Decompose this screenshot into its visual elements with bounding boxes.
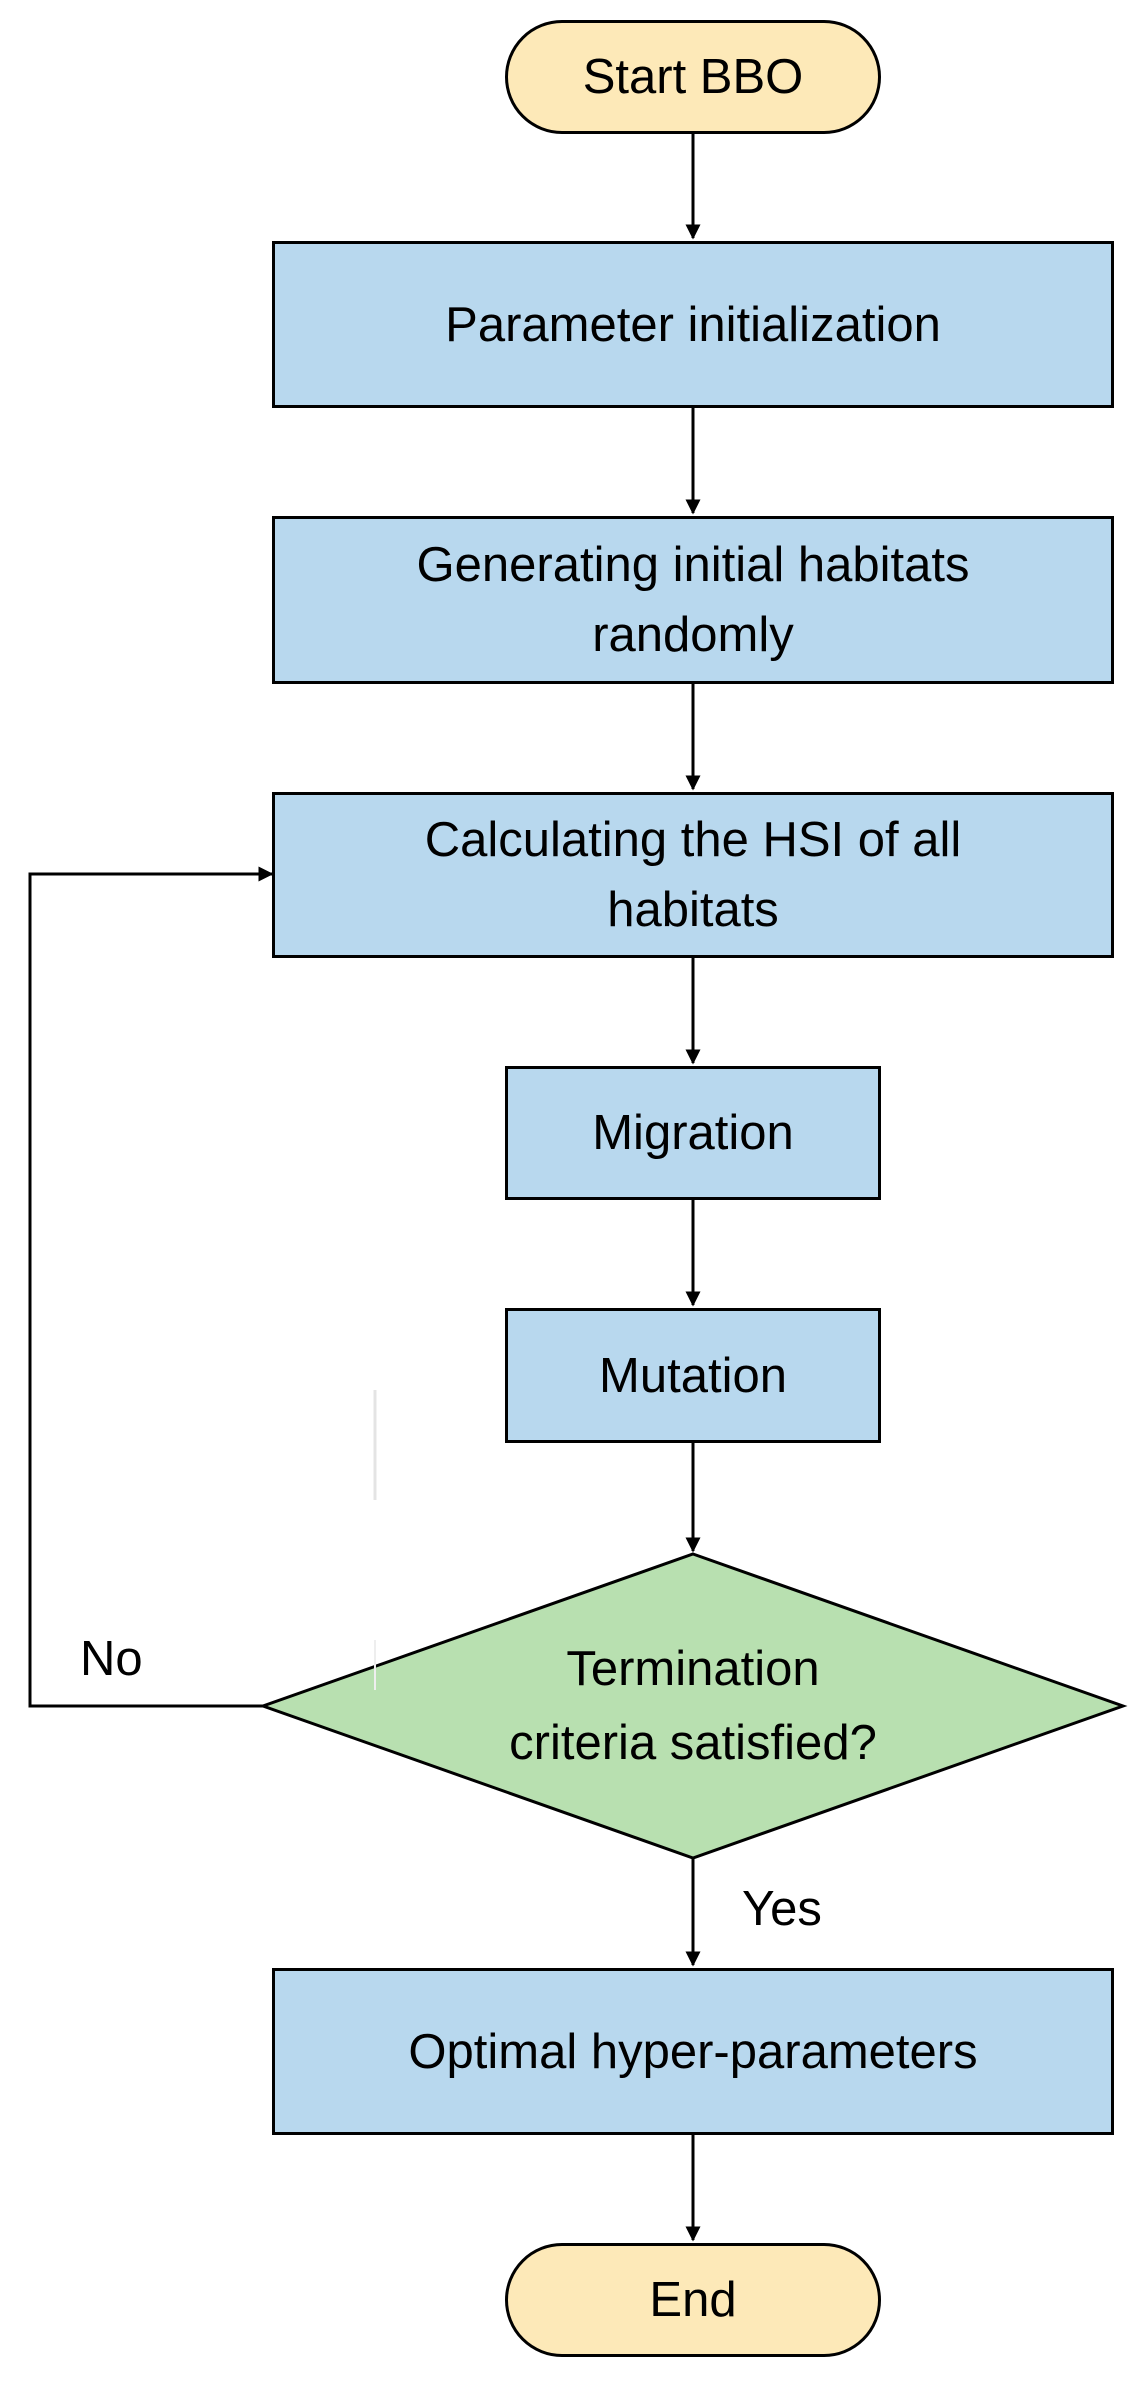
start-node-label: Start BBO [582, 50, 804, 104]
start-node: Start BBO [505, 20, 881, 134]
decision-node-label: Termination criteria satisfied? [509, 1642, 877, 1770]
migration-label: Migration [592, 1106, 794, 1160]
end-node: End [505, 2243, 881, 2357]
generate-habitats-label: Generating initial habitats randomly [416, 538, 970, 662]
migration-step: Migration [505, 1066, 881, 1200]
optimal-hyperparameters-step: Optimal hyper-parameters [272, 1968, 1114, 2135]
calculate-hsi-step: Calculating the HSI of all habitats [272, 792, 1114, 958]
decision-node: Termination criteria satisfied? [508, 1592, 878, 1820]
parameter-initialization-label: Parameter initialization [445, 297, 941, 352]
yes-edge-label: Yes [742, 1882, 822, 1936]
mutation-step: Mutation [505, 1308, 881, 1443]
mutation-label: Mutation [599, 1348, 787, 1403]
parameter-initialization-step: Parameter initialization [272, 241, 1114, 408]
optimal-hyperparameters-label: Optimal hyper-parameters [408, 2024, 978, 2079]
arrow-no-loop [28, 866, 274, 1708]
generate-habitats-step: Generating initial habitats randomly [272, 516, 1114, 684]
end-node-label: End [649, 2273, 737, 2327]
calculate-hsi-label: Calculating the HSI of all habitats [424, 813, 962, 937]
no-edge-label: No [80, 1632, 143, 1686]
